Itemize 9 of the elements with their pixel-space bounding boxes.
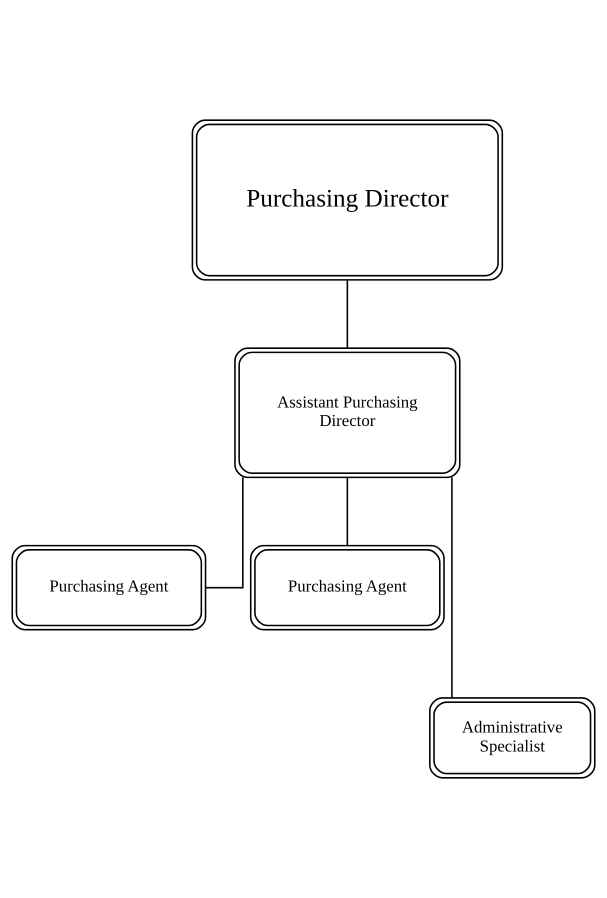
node-box: Assistant Purchasing Director bbox=[234, 347, 461, 478]
connector bbox=[346, 477, 348, 546]
node-box: Purchasing Agent bbox=[11, 544, 206, 630]
connector bbox=[451, 477, 453, 698]
node-box: Purchasing Director bbox=[192, 119, 504, 281]
node-box: Purchasing Agent bbox=[250, 544, 445, 630]
node-box: Administrative Specialist bbox=[429, 697, 596, 779]
connector bbox=[346, 280, 348, 348]
connector bbox=[206, 477, 244, 588]
